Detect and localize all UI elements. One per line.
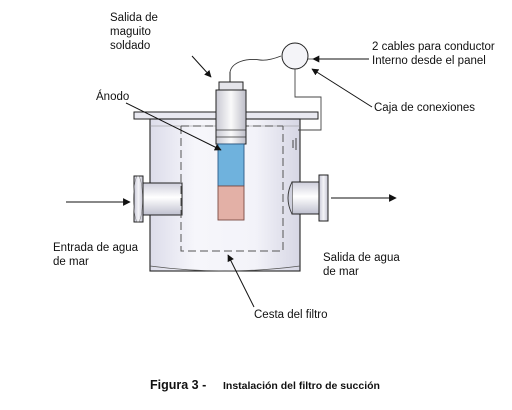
svg-text:de mar: de mar [53,256,89,268]
label-entrada: Entrada de agua de mar [53,242,139,268]
leader-salida [191,55,212,78]
svg-text:Salida de: Salida de [110,12,158,24]
anode-lower-section [217,185,245,221]
anode-assembly [215,72,247,221]
anode-blue-section [217,143,245,187]
svg-text:maguito: maguito [110,26,151,38]
label-anodo: Ánodo [96,90,129,103]
leader-anodo [125,102,222,151]
svg-text:soldado: soldado [110,40,150,52]
junction-box [281,42,309,70]
svg-text:Entrada de agua: Entrada de agua [53,242,139,254]
anode-cable [229,55,282,73]
svg-text:de mar: de mar [323,266,359,278]
leader-cesta [227,254,255,308]
figure-caption: Figura 3 - Instalación del filtro de suc… [150,378,380,392]
label-salida-maguito: Salida de maguito soldado [110,12,158,52]
caption-figure: Figura 3 - [150,378,206,392]
inlet-pipe [133,175,183,223]
label-salida-agua: Salida de agua de mar [323,252,400,278]
svg-text:2 cables para conductor: 2 cables para conductor [372,41,495,53]
label-cesta: Cesta del filtro [254,309,328,321]
label-caja: Caja de conexiones [374,102,475,114]
ground-wire [294,69,322,131]
ground-icon [292,138,297,150]
label-cables: 2 cables para conductor Interno desde el… [372,41,495,67]
outlet-pipe [287,174,329,222]
svg-text:Interno desde el panel: Interno desde el panel [372,55,486,67]
caption-title: Instalación del filtro de succión [223,380,380,392]
leader-caja [311,68,373,108]
svg-text:Salida de agua: Salida de agua [323,252,400,264]
